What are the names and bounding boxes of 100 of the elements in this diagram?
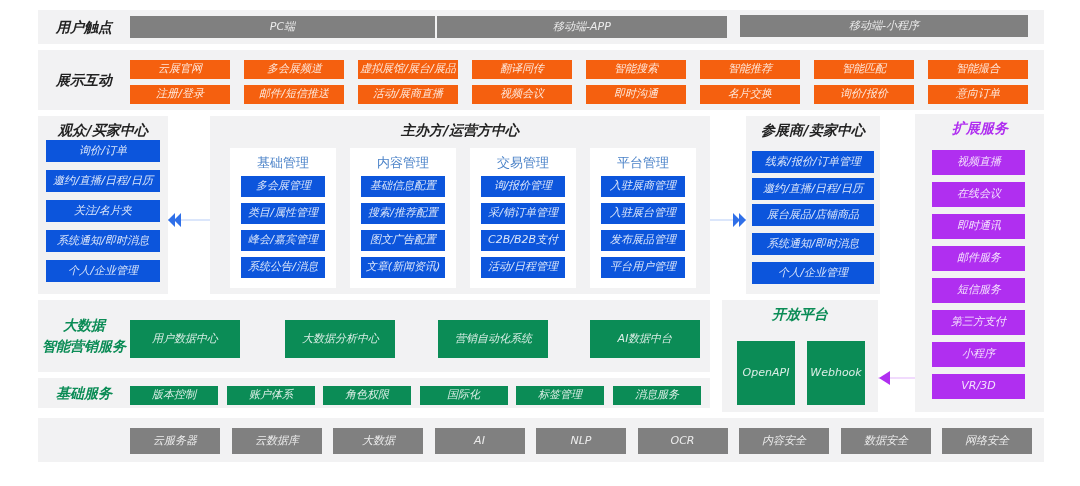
section-band (38, 378, 710, 408)
section-heading: 大数据 (63, 316, 105, 335)
feature-tile: 多会展管理 (241, 176, 325, 197)
feature-tile: 询价/报价 (814, 85, 914, 104)
feature-tile: VR/3D (932, 374, 1025, 399)
panel-heading: 主办方/运营方中心 (401, 122, 519, 138)
feature-tile: 邮件服务 (932, 246, 1025, 271)
panel-heading: 开放平台 (772, 306, 828, 322)
feature-tile: 大数据分析中心 (285, 320, 395, 358)
section-band (38, 418, 1044, 462)
module-panel (722, 300, 878, 412)
module-panel (210, 116, 710, 294)
sub-panel (230, 148, 336, 288)
feature-tile: 短信服务 (932, 278, 1025, 303)
feature-tile: 线索/报价/订单管理 (752, 151, 874, 173)
feature-tile: 视频会议 (472, 85, 572, 104)
panel-heading: 观众/买家中心 (58, 122, 148, 138)
feature-tile: 图文广告配置 (361, 230, 445, 251)
feature-tile: 智能匹配 (814, 60, 914, 79)
feature-tile: 大数据 (333, 428, 423, 454)
section-heading: 展示互动 (56, 70, 112, 90)
feature-tile: 邀约/直播/日程/日历 (752, 178, 874, 200)
feature-tile: 个人/企业管理 (46, 260, 160, 282)
section-heading: 用户触点 (56, 17, 112, 37)
feature-tile: 网络安全 (942, 428, 1032, 454)
feature-tile: Webhook (807, 341, 865, 405)
column-heading: 内容管理 (377, 155, 429, 170)
feature-tile: NLP (536, 428, 626, 454)
feature-tile: 智能撮合 (928, 60, 1028, 79)
feature-tile: 视频直播 (932, 150, 1025, 175)
column-heading: 基础管理 (257, 155, 309, 170)
panel-heading: 扩展服务 (951, 120, 1008, 136)
panel-heading: 参展商/卖家中心 (761, 122, 865, 138)
feature-tile: 基础信息配置 (361, 176, 445, 197)
sub-panel (470, 148, 576, 288)
feature-tile: 入驻展台管理 (601, 203, 685, 224)
sub-panel (590, 148, 696, 288)
feature-tile: 账户体系 (226, 386, 315, 405)
feature-tile: 云展官网 (130, 60, 230, 79)
feature-tile: 即时通讯 (932, 214, 1025, 239)
feature-tile: 峰会/嘉宾管理 (241, 230, 325, 251)
feature-tile: 文章(新闻资讯) (361, 257, 445, 278)
feature-tile: 询价/订单 (46, 140, 160, 162)
feature-tile: 多会展频道 (244, 60, 344, 79)
feature-tile: 询/报价管理 (481, 176, 565, 197)
feature-tile: 系统通知/即时消息 (752, 233, 874, 255)
feature-tile: 个人/企业管理 (752, 262, 874, 284)
feature-tile: 翻译同传 (472, 60, 572, 79)
section-band (38, 50, 1044, 110)
feature-tile: 注册/登录 (130, 85, 230, 104)
feature-tile: 虚拟展馆/展台/展品 (358, 60, 458, 79)
feature-tile: 用户数据中心 (130, 320, 240, 358)
column-heading: 平台管理 (617, 155, 669, 170)
feature-tile: 消息服务 (612, 386, 701, 405)
feature-tile: 国际化 (419, 386, 508, 405)
sub-panel (350, 148, 456, 288)
feature-tile: 邮件/短信推送 (244, 85, 344, 104)
feature-tile: 小程序 (932, 342, 1025, 367)
feature-tile: 系统通知/即时消息 (46, 230, 160, 252)
feature-tile: 数据安全 (840, 428, 931, 454)
feature-tile: 入驻展商管理 (601, 176, 685, 197)
feature-tile: 标签管理 (516, 386, 604, 405)
feature-tile: 搜索/推荐配置 (361, 203, 445, 224)
feature-tile: 关注/名片夹 (46, 200, 160, 222)
feature-tile: 版本控制 (130, 386, 218, 405)
module-panel (746, 116, 880, 294)
feature-tile: 系统公告/消息 (241, 257, 325, 278)
section-heading: 基础服务 (56, 383, 112, 403)
feature-tile: 类目/属性管理 (241, 203, 325, 224)
feature-tile: 意向订单 (928, 85, 1028, 104)
feature-tile: 在线会议 (932, 182, 1025, 207)
feature-tile: 第三方支付 (932, 310, 1025, 335)
feature-tile: 营销自动化系统 (438, 320, 548, 358)
feature-tile: 采/销订单管理 (481, 203, 565, 224)
module-panel (915, 114, 1044, 412)
feature-tile: C2B/B2B支付 (481, 230, 565, 251)
feature-tile: 云数据库 (231, 428, 322, 454)
feature-tile: AI数据中台 (590, 320, 700, 358)
feature-tile: AI (434, 428, 525, 454)
feature-tile: 智能搜索 (586, 60, 686, 79)
feature-tile: OCR (637, 428, 728, 454)
feature-tile: 展台展品/店铺商品 (752, 204, 874, 226)
feature-tile: 云服务器 (130, 428, 220, 454)
feature-tile: 活动/日程管理 (481, 257, 565, 278)
section-heading: 智能营销服务 (42, 337, 126, 356)
column-heading: 交易管理 (497, 155, 549, 170)
module-panel (38, 116, 168, 294)
feature-tile: 活动/展商直播 (358, 85, 458, 104)
section-band (38, 10, 1044, 44)
feature-tile: 移动端-小程序 (740, 15, 1028, 37)
arrow (877, 371, 916, 385)
feature-tile: 智能推荐 (700, 60, 800, 79)
feature-tile: 平台用户管理 (601, 257, 685, 278)
feature-tile: 角色权限 (323, 386, 411, 405)
feature-tile: PC端 (130, 16, 435, 38)
feature-tile: 移动端-APP (437, 16, 727, 38)
feature-tile: 即时沟通 (586, 85, 686, 104)
feature-tile: OpenAPI (737, 341, 795, 405)
feature-tile: 内容安全 (739, 428, 829, 454)
feature-tile: 名片交换 (700, 85, 800, 104)
